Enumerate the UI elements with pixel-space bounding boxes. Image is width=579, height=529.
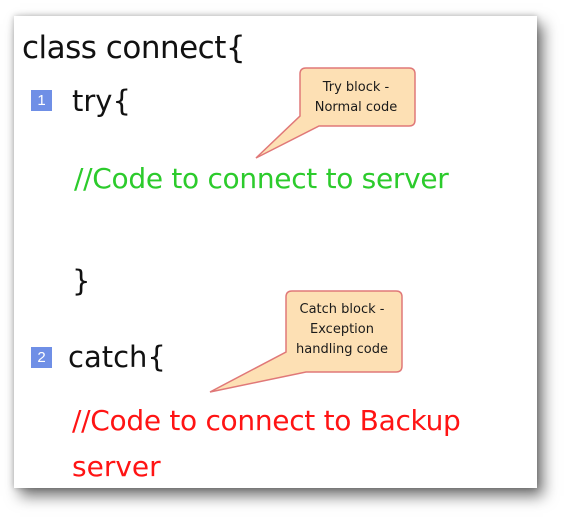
catch-body-comment-line-1: //Code to connect to Backup: [72, 404, 461, 437]
try-body-comment: //Code to connect to server: [74, 162, 449, 195]
try-callout-line-1: Try block -: [322, 80, 390, 95]
catch-callout-line-1: Catch block -: [299, 302, 385, 317]
try-keyword: try{: [72, 84, 131, 118]
try-callout-text: Try block - Normal code: [305, 78, 407, 118]
catch-callout-bubble: [209, 290, 403, 393]
code-diagram: class connect{ 1 try{ Try block - Normal…: [14, 16, 537, 488]
try-callout-bubble: [255, 67, 416, 159]
callout-shapes: [209, 67, 416, 393]
catch-callout-line-3: handling code: [296, 342, 388, 357]
catch-keyword: catch{: [68, 340, 166, 374]
catch-body-comment-line-2: server: [72, 450, 161, 483]
try-closing-brace: }: [72, 264, 91, 298]
catch-callout-line-2: Exception: [310, 322, 374, 337]
class-declaration: class connect{: [22, 30, 246, 66]
try-callout-line-2: Normal code: [314, 100, 398, 115]
step-badge-2: 2: [31, 347, 52, 368]
step-badge-1: 1: [31, 90, 52, 111]
catch-callout-text: Catch block - Exception handling code: [291, 300, 393, 360]
